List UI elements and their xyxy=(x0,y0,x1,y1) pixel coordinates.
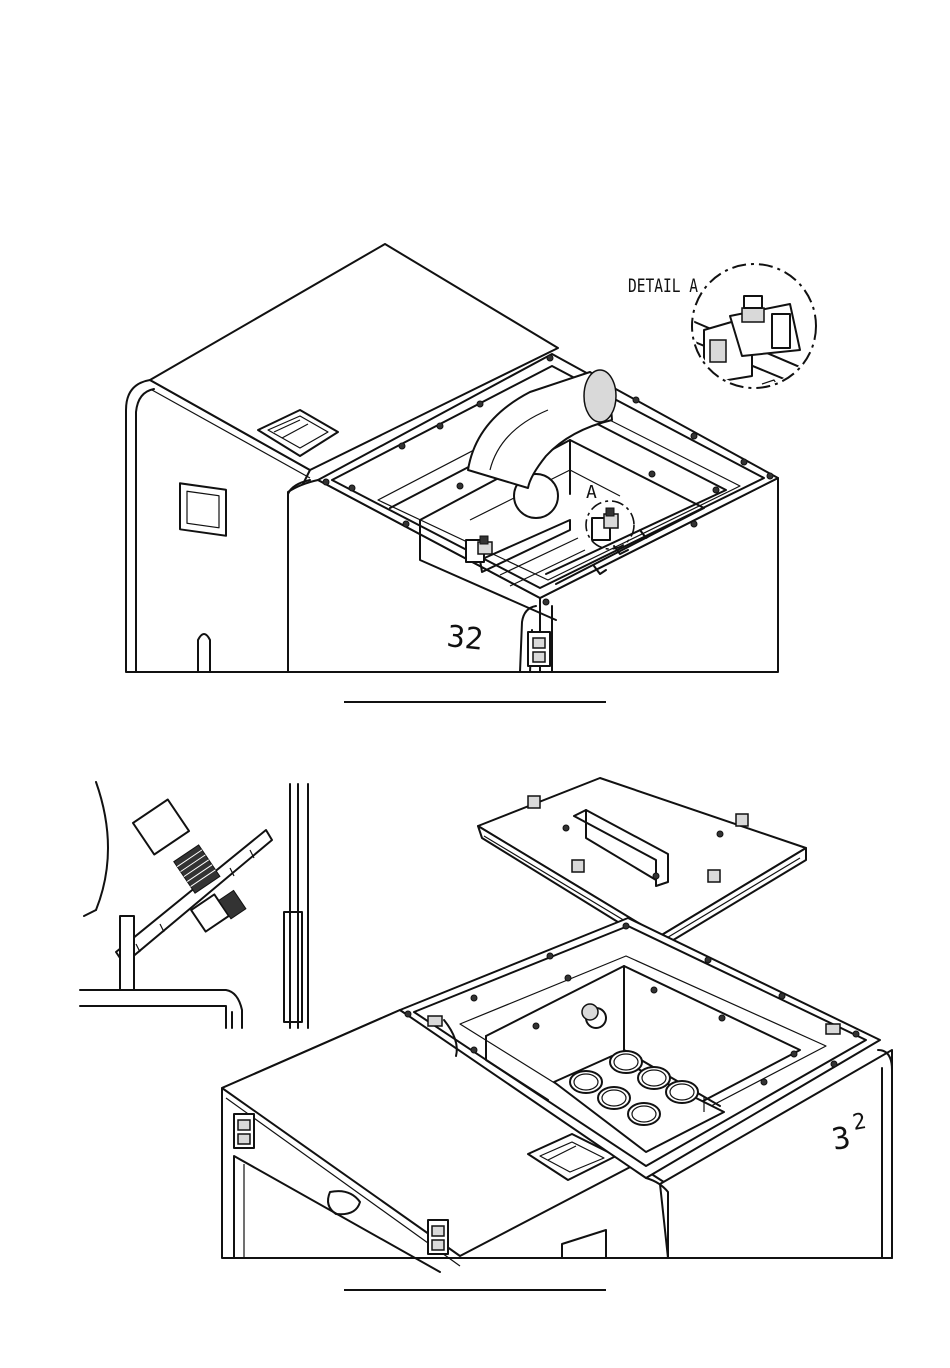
figure-bottom: 3 2 xyxy=(0,720,950,1368)
removed-lid-plate xyxy=(478,778,806,948)
boiler-lid-removed-drawing: 3 2 xyxy=(0,720,950,1368)
model-number-top: 32 xyxy=(445,619,485,658)
detail-a-label: DETAIL A xyxy=(628,275,698,297)
boiler-open-lid-drawing: DETAIL A A 32 xyxy=(0,0,950,720)
bolt-detail-closeup xyxy=(80,782,308,1028)
callout-a-label: A xyxy=(586,482,597,503)
figure-top: DETAIL A A 32 xyxy=(0,0,950,720)
